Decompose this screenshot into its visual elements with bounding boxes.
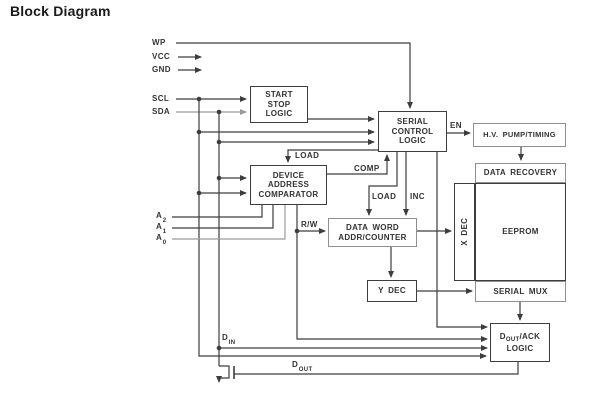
block-serial-control-logic: SERIAL CONTROL LOGIC — [378, 111, 447, 152]
wire-rw-bus — [296, 205, 488, 342]
wire-serial-control-to-doutack — [436, 152, 488, 330]
dout-label-sub: OUT — [298, 366, 313, 373]
a1-base: A — [156, 222, 163, 231]
block-label: DATA WORD — [346, 223, 399, 232]
wire-load-to-counter — [366, 152, 398, 216]
pin-label-vcc: VCC — [152, 52, 171, 61]
wire-label-load-ctr: LOAD — [372, 192, 397, 201]
wire-dout — [234, 362, 519, 375]
dout-label-base: D — [292, 360, 299, 369]
wire-label-en: EN — [450, 121, 462, 130]
a2-base: A — [156, 211, 163, 220]
dout-sub: OUT — [505, 337, 520, 343]
block-label: SERIAL — [396, 117, 429, 127]
wire-load-to-comparator — [285, 149, 378, 163]
wire-label-rw: R/W — [301, 220, 318, 229]
a0-base: A — [156, 233, 163, 242]
block-label: EEPROM — [502, 227, 539, 237]
block-label: H.V. PUMP/TIMING — [483, 130, 556, 140]
wire-a0 — [172, 205, 286, 240]
block-hv-pump-timing: H.V. PUMP/TIMING — [473, 123, 566, 147]
wire-comp-to-serial-control — [327, 154, 390, 175]
block-data-recovery: DATA RECOVERY — [475, 163, 566, 183]
wire-a1 — [172, 205, 274, 229]
block-label: STOP — [267, 99, 291, 109]
pin-label-a0: A0 — [156, 233, 167, 246]
block-label: LOGIC — [399, 136, 426, 146]
pin-label-gnd: GND — [152, 65, 171, 74]
pin-label-a1: A1 — [156, 222, 167, 235]
block-label: COMPARATOR — [258, 189, 319, 199]
block-x-dec: X DEC — [454, 183, 475, 281]
block-data-word-addr-counter: DATA WORD ADDR/COUNTER — [328, 218, 417, 247]
block-label: START — [265, 90, 293, 100]
pin-label-dout: DOUT — [292, 360, 313, 373]
wire-scl-bus — [198, 99, 487, 359]
block-label: LOGIC — [506, 343, 534, 353]
block-eeprom: EEPROM — [475, 183, 566, 281]
output-transistor — [216, 365, 230, 383]
block-start-stop-logic: START STOP LOGIC — [250, 86, 308, 123]
a2-sub: 2 — [162, 217, 167, 224]
pin-label-din: DIN — [222, 333, 236, 346]
din-base: D — [222, 333, 229, 342]
wire-label-load-addr: LOAD — [295, 151, 320, 160]
pin-label-scl: SCL — [152, 94, 170, 103]
a0-sub: 0 — [162, 239, 167, 246]
block-dout-ack-logic: DOUT/ACK LOGIC — [490, 323, 550, 362]
block-label: DATA RECOVERY — [483, 168, 558, 178]
pin-label-a2: A2 — [156, 211, 167, 224]
wire-label-inc: INC — [410, 192, 425, 201]
block-label: X DEC — [459, 218, 469, 246]
block-serial-mux: SERIAL MUX — [475, 281, 566, 302]
block-label: LOGIC — [265, 109, 293, 119]
page-title: Block Diagram — [10, 3, 111, 19]
block-label: ADDR/COUNTER — [338, 232, 407, 242]
block-label: DEVICE — [272, 170, 305, 180]
block-y-dec: Y DEC — [367, 280, 417, 302]
block-label: ADDRESS — [267, 180, 310, 190]
wire-wp — [176, 42, 413, 109]
junction-dots — [196, 96, 300, 351]
dout-rest: /ACK — [519, 332, 541, 341]
block-device-address-comparator: DEVICE ADDRESS COMPARATOR — [250, 165, 327, 205]
wire-label-comp: COMP — [354, 164, 380, 173]
block-label: DOUT/ACK — [500, 332, 540, 344]
a1-sub: 1 — [162, 228, 167, 235]
din-sub: IN — [228, 339, 236, 346]
pin-label-wp: WP — [152, 38, 166, 47]
wire-a2 — [172, 205, 263, 218]
pin-label-sda: SDA — [152, 107, 171, 116]
block-label: SERIAL MUX — [493, 286, 548, 296]
block-label: CONTROL — [391, 126, 434, 136]
block-label: Y DEC — [378, 286, 406, 296]
dout-base: D — [499, 332, 506, 341]
